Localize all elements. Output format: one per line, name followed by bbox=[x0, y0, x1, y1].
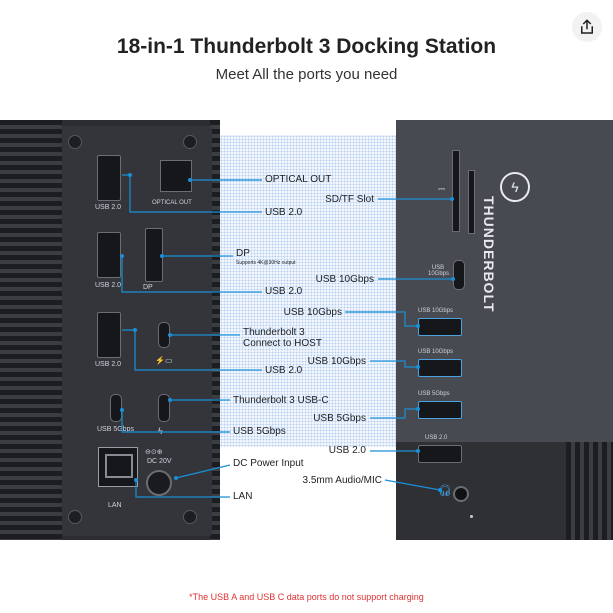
front-upper-panel bbox=[396, 120, 613, 442]
callout-line bbox=[122, 329, 262, 371]
port-label: USB 10Gbps bbox=[428, 265, 450, 277]
port-label: USB 10Gbps bbox=[418, 308, 454, 314]
laptop-icon: ⚡▭ bbox=[155, 356, 173, 365]
thunderbolt-icon: ϟ bbox=[158, 426, 163, 436]
callout-usb10-a: USB 10Gbps bbox=[307, 356, 366, 367]
callout-dc-power: DC Power Input bbox=[233, 458, 304, 469]
status-led bbox=[470, 515, 473, 518]
screw bbox=[68, 135, 82, 149]
callout-dp: DP bbox=[236, 248, 250, 259]
callout-usb20: USB 2.0 bbox=[265, 365, 303, 376]
port-label: USB 2.0 bbox=[95, 361, 122, 368]
callout-line bbox=[135, 480, 230, 498]
callout-lan: LAN bbox=[233, 491, 253, 502]
callout-usb10-a: USB 10Gbps bbox=[283, 307, 342, 318]
cooling-fins-left bbox=[0, 120, 62, 540]
callout-line bbox=[121, 256, 262, 293]
callout-sd-tf: SD/TF Slot bbox=[325, 194, 374, 205]
share-icon bbox=[581, 19, 593, 34]
page-title: 18-in-1 Thunderbolt 3 Docking Station bbox=[116, 35, 497, 58]
usb-a-2-port[interactable] bbox=[418, 445, 462, 463]
port-highlight-band bbox=[220, 135, 400, 447]
cooling-fins-front bbox=[566, 442, 613, 540]
power-symbol-icon: ⊖⊙⊕ bbox=[145, 449, 163, 456]
port-label: USB 2.0 bbox=[425, 435, 448, 441]
callout-audio: 3.5mm Audio/MIC bbox=[302, 475, 382, 486]
sd-card-icon: ⎓ bbox=[438, 184, 446, 194]
port-label: DP bbox=[143, 284, 153, 291]
callout-usb20: USB 2.0 bbox=[265, 286, 303, 297]
callout-dp-sub: Supports 4K@30Hz output bbox=[236, 260, 296, 266]
footnote: *The USB A and USB C data ports do not s… bbox=[189, 592, 424, 602]
usb2-port[interactable] bbox=[97, 155, 121, 201]
lan-port[interactable] bbox=[98, 447, 138, 487]
optical-port[interactable] bbox=[160, 160, 192, 192]
share-button[interactable] bbox=[572, 12, 602, 42]
callout-usb20: USB 2.0 bbox=[328, 445, 366, 456]
port-label: USB 2.0 bbox=[95, 282, 122, 289]
screw bbox=[183, 135, 197, 149]
port-label: LAN bbox=[108, 502, 122, 509]
callout-usb10-c: USB 10Gbps bbox=[315, 274, 374, 285]
audio-jack[interactable] bbox=[453, 486, 469, 502]
thunderbolt-logo-icon: ϟ bbox=[500, 172, 530, 202]
page-subtitle: Meet All the ports you need bbox=[215, 66, 398, 83]
thunderbolt-usbc-port[interactable] bbox=[158, 394, 170, 422]
callout-usb20: USB 2.0 bbox=[265, 207, 303, 218]
port-label: OPTICAL OUT bbox=[152, 200, 192, 206]
port-label: DC 20V bbox=[147, 458, 172, 465]
usb2-port[interactable] bbox=[97, 312, 121, 358]
screw bbox=[68, 510, 82, 524]
usb-c-front-port[interactable] bbox=[453, 260, 465, 290]
callout-line bbox=[122, 174, 262, 213]
sd-card-slot[interactable] bbox=[452, 150, 460, 232]
usb2-port[interactable] bbox=[97, 232, 121, 278]
callout-line bbox=[121, 410, 230, 433]
cooling-fins-right bbox=[210, 120, 220, 540]
callout-optical-out: OPTICAL OUT bbox=[265, 174, 332, 185]
headset-icon: 🎧︎ bbox=[438, 485, 452, 497]
port-label: USB 2.0 bbox=[95, 204, 122, 211]
callout-usb5: USB 5Gbps bbox=[313, 413, 366, 424]
tf-card-slot[interactable] bbox=[468, 170, 475, 234]
dc-power-port[interactable] bbox=[146, 470, 172, 496]
port-label: USB 10Gbps bbox=[418, 349, 454, 355]
callout-tb3-usbc: Thunderbolt 3 USB-C bbox=[233, 395, 329, 406]
screw bbox=[183, 510, 197, 524]
callout-usb5: USB 5Gbps bbox=[233, 426, 286, 437]
port-label: USB 5Gbps bbox=[97, 426, 134, 433]
usb-c-port[interactable] bbox=[110, 394, 122, 422]
callout-line bbox=[175, 464, 231, 479]
port-label: USB 5Gbps bbox=[418, 391, 450, 397]
callout-tb3-host-sub: Connect to HOST bbox=[243, 338, 322, 349]
callout-tb3-host: Thunderbolt 3 bbox=[243, 327, 305, 338]
